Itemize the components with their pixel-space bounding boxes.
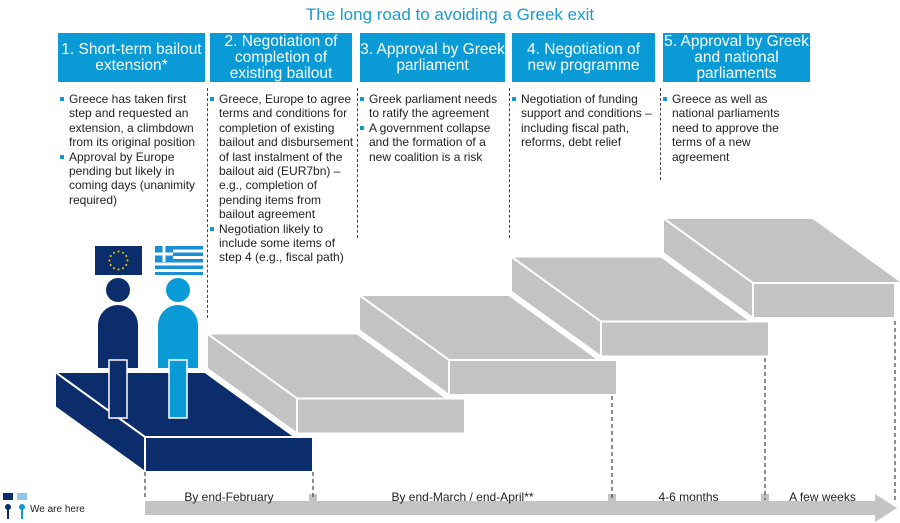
bullet: Greece, Europe to agree terms and condit… bbox=[210, 92, 355, 222]
step-2-header: 2. Negotiation of completion of existing… bbox=[210, 33, 352, 82]
greece-figure-leg bbox=[168, 359, 188, 419]
step-3-header: 3. Approval by Greek parliament bbox=[360, 33, 505, 82]
bullet: Negotiation likely to include some items… bbox=[210, 222, 355, 265]
bullet: Negotiation of funding support and condi… bbox=[512, 92, 658, 150]
eu-flag-icon bbox=[95, 246, 142, 275]
step-1-header: 1. Short-term bailout extension* bbox=[58, 33, 205, 82]
step-4-header: 4. Negotiation of new programme bbox=[512, 33, 655, 82]
greece-figure-body bbox=[158, 305, 198, 368]
europe-figure-leg bbox=[108, 359, 128, 419]
eu-flag-star bbox=[117, 268, 120, 271]
legend-europe-figure-icon bbox=[7, 509, 9, 519]
step-2-front bbox=[296, 397, 466, 435]
step-1-front bbox=[144, 436, 314, 473]
timeline-label-2: By end-March / end-April** bbox=[391, 490, 534, 504]
eu-flag-star bbox=[117, 250, 120, 253]
europe-figure-head bbox=[106, 278, 130, 302]
eu-flag-star bbox=[109, 255, 112, 257]
step-5-bullets: Greece as well as national parliaments n… bbox=[663, 92, 798, 164]
separator bbox=[357, 88, 358, 238]
europe-figure-body bbox=[98, 305, 138, 368]
timeline-marker bbox=[309, 494, 317, 502]
legend-greece-flag-icon bbox=[17, 493, 27, 500]
greece-flag-stripe bbox=[155, 249, 203, 253]
eu-flag-star bbox=[122, 251, 124, 254]
eu-flag-star bbox=[125, 264, 128, 266]
bullet: Approval by Europe pending but likely in… bbox=[60, 150, 210, 208]
step-3-bullets: Greek parliament needs to ratify the agr… bbox=[360, 92, 508, 164]
step-5-header: 5. Approval by Greek and national parlia… bbox=[663, 32, 810, 82]
step-1-bullets: Greece has taken first step and requeste… bbox=[60, 92, 210, 207]
greece-figure-head bbox=[166, 278, 190, 302]
bullet: Greek parliament needs to ratify the agr… bbox=[360, 92, 508, 121]
step-5-front bbox=[752, 282, 896, 319]
separator bbox=[509, 88, 510, 238]
greece-flag-cross bbox=[162, 246, 166, 262]
step-2-bullets: Greece, Europe to agree terms and condit… bbox=[210, 92, 355, 265]
legend-label: We are here bbox=[30, 504, 85, 515]
legend-greece-figure-icon bbox=[21, 509, 23, 519]
greece-flag-stripe bbox=[155, 269, 203, 272]
legend-eu-flag-icon bbox=[3, 493, 13, 500]
bullet: Greece as well as national parliaments n… bbox=[663, 92, 798, 164]
step-4-bullets: Negotiation of funding support and condi… bbox=[512, 92, 658, 150]
bullet: A government collapse and the formation … bbox=[360, 121, 508, 164]
greece-flag-stripe bbox=[155, 256, 203, 259]
timeline-label-1: By end-February bbox=[184, 490, 274, 504]
eu-flag-star bbox=[108, 259, 111, 262]
step-3-front bbox=[448, 359, 618, 396]
timeline-label-4: A few weeks bbox=[789, 490, 856, 504]
eu-flag-star bbox=[122, 267, 124, 270]
step-4-front bbox=[600, 320, 770, 358]
separator bbox=[660, 88, 661, 180]
eu-flag-star bbox=[126, 259, 129, 262]
legend-europe-figure-icon bbox=[5, 504, 11, 510]
page-title: The long road to avoiding a Greek exit bbox=[305, 5, 595, 24]
timeline-arrow bbox=[145, 494, 897, 522]
timeline-label-3: 4-6 months bbox=[658, 490, 719, 504]
eu-flag-star bbox=[125, 255, 128, 257]
eu-flag-star bbox=[113, 267, 115, 270]
separator bbox=[207, 88, 208, 318]
eu-flag-star bbox=[113, 251, 115, 254]
greece-flag-stripe bbox=[155, 262, 203, 266]
eu-flag-star bbox=[109, 264, 112, 266]
bullet: Greece has taken first step and requeste… bbox=[60, 92, 210, 150]
legend-greece-figure-icon bbox=[19, 504, 25, 510]
